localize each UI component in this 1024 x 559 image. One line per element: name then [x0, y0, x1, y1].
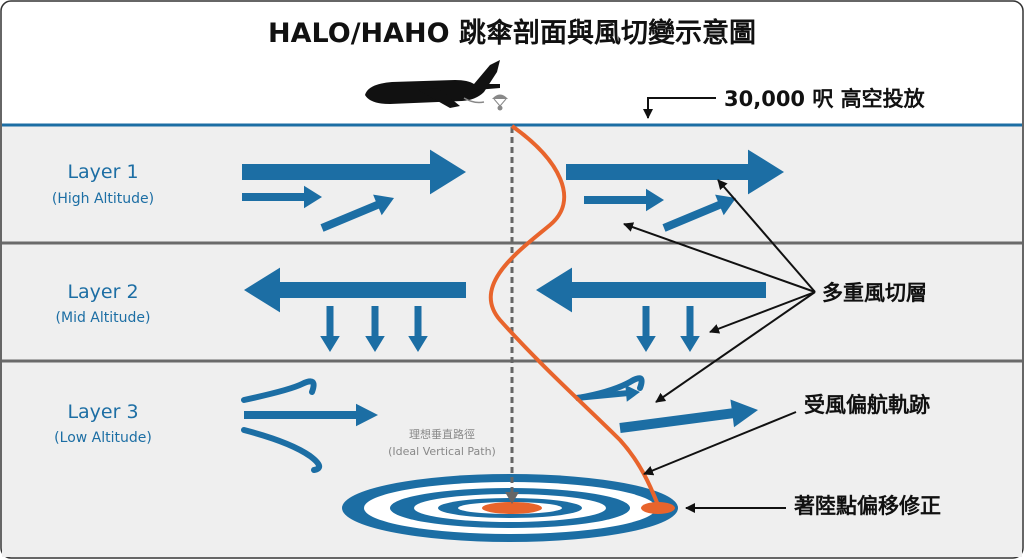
aircraft-icon: [365, 60, 500, 108]
drop-altitude-label: 30,000 呎 高空投放: [724, 87, 926, 111]
layer-2-label: Layer 2: [67, 281, 138, 303]
shear-callout-arrows: [623, 179, 816, 403]
wind-arrow-l2-large-left: [244, 267, 466, 313]
layer-3-label: Layer 3: [67, 401, 138, 423]
layer-3-sublabel: (Low Altitude): [54, 430, 152, 446]
ideal-path-label-bg: [378, 424, 508, 462]
release-arrow: [463, 97, 485, 104]
wind-arrow-l3-gust-left: [244, 403, 378, 427]
wind-arrow-l1-small-right: [584, 188, 664, 212]
parachutist-icon: [492, 94, 508, 111]
actual-landing-point: [641, 502, 675, 514]
downdraft-arrow-3: [408, 306, 428, 352]
wind-arrow-l1-diag-right: [662, 194, 736, 232]
ideal-path-label-en: (Ideal Vertical Path): [388, 445, 496, 458]
layer-1-sublabel: (High Altitude): [52, 191, 154, 207]
downdraft-arrow-4: [636, 306, 656, 352]
wind-arrow-l3-gust-right: [619, 399, 758, 433]
shear-layers-label: 多重風切層: [822, 281, 927, 305]
downdraft-arrow-5: [680, 306, 700, 352]
wind-arrows: [242, 149, 784, 433]
drift-track-label: 受風偏航軌跡: [804, 393, 930, 417]
landing-target: [342, 474, 678, 542]
layer-2-sublabel: (Mid Altitude): [56, 310, 151, 326]
target-center: [482, 502, 542, 514]
layer-1-band: [2, 125, 1022, 243]
wind-arrow-l1-large-right: [566, 149, 784, 195]
drift-trajectory: [488, 124, 660, 506]
wind-gust-icons: [241, 375, 645, 473]
ideal-path-arrowhead: [505, 492, 519, 504]
wind-arrow-l2-large-right: [536, 267, 766, 313]
landing-offset-label: 著陸點偏移修正: [794, 494, 941, 518]
diagram-title: HALO/HAHO 跳傘剖面與風切變示意圖: [268, 17, 756, 49]
drop-label-arrow: [643, 97, 716, 119]
wind-arrow-l1-diag-left: [320, 194, 394, 232]
downdraft-arrow-2: [365, 306, 385, 352]
drift-callout-arrow: [643, 411, 797, 476]
wind-arrow-l1-large-left: [242, 149, 466, 195]
layer-1-label: Layer 1: [67, 161, 138, 183]
downdraft-arrow-1: [320, 306, 340, 352]
wind-arrow-l1-small-left: [242, 185, 322, 209]
ideal-path-label-zh: 理想垂直路徑: [409, 427, 475, 441]
